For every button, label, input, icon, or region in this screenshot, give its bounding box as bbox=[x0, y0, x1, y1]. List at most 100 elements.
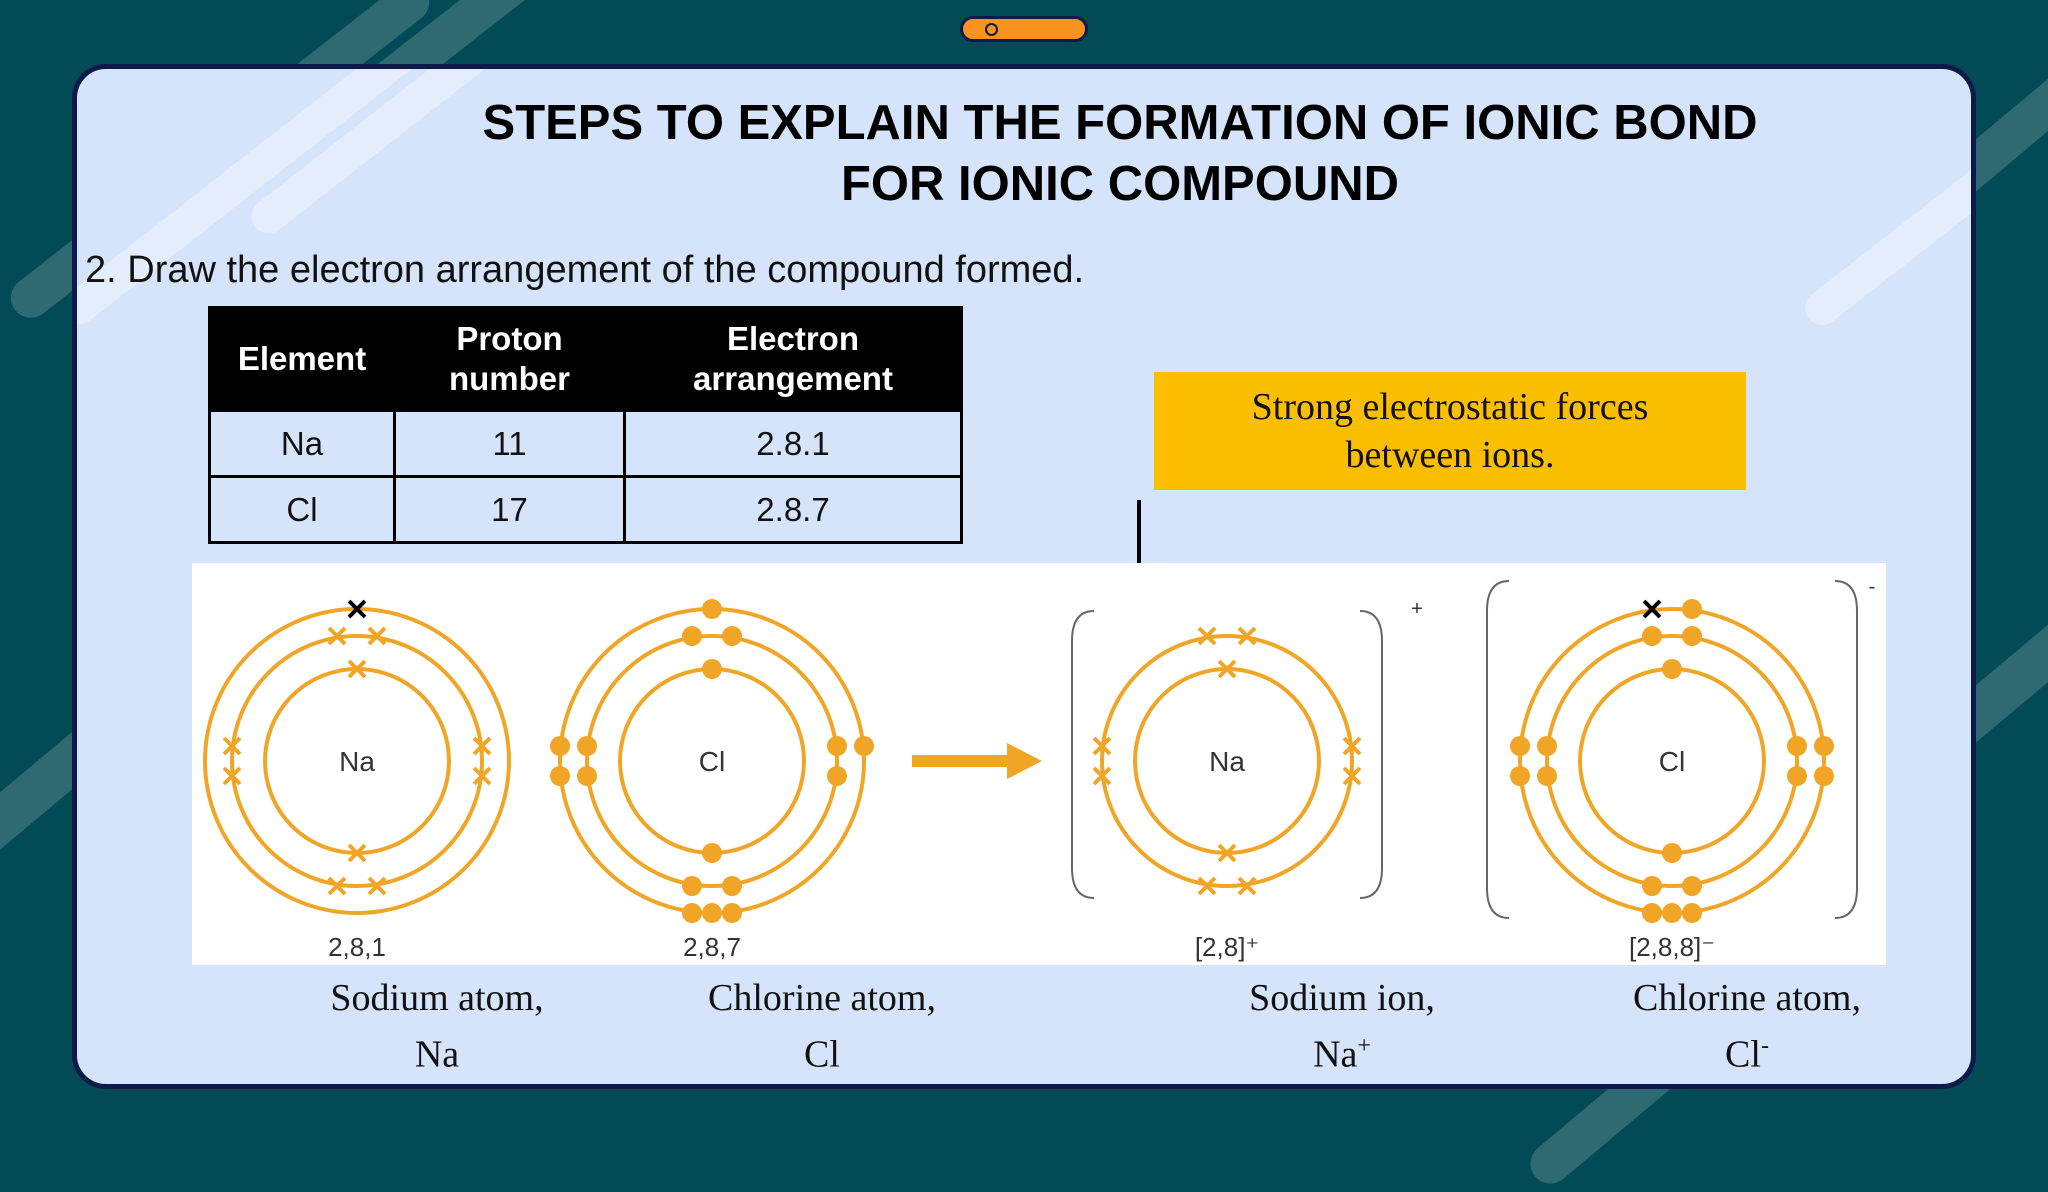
electron-cross bbox=[367, 876, 387, 896]
atom-symbol: Na bbox=[339, 746, 375, 777]
electron-dot bbox=[1642, 626, 1662, 646]
electron-dot bbox=[702, 843, 722, 863]
card-stripe bbox=[1798, 120, 1971, 332]
element-table: Element Proton number Electron arrangeme… bbox=[208, 306, 963, 544]
title-line-2: FOR IONIC COMPOUND bbox=[840, 157, 1400, 211]
bracket bbox=[1486, 580, 1510, 919]
electron-cross bbox=[1237, 876, 1257, 896]
header-element: Element bbox=[208, 306, 396, 412]
table-cell: 17 bbox=[393, 475, 626, 544]
electron-cross bbox=[347, 599, 367, 619]
electron-cross bbox=[1197, 626, 1217, 646]
electron-cross bbox=[347, 843, 367, 863]
electron-cross bbox=[347, 659, 367, 679]
electrostatic-callout: Strong electrostatic forces between ions… bbox=[1154, 372, 1746, 490]
electron-dot bbox=[1787, 736, 1807, 756]
electron-cross bbox=[327, 876, 347, 896]
caption-chlorine-atom: Chlorine atom, Cl bbox=[708, 977, 936, 1076]
electron-dot bbox=[1682, 599, 1702, 619]
header-electron-arrangement: Electron arrangement bbox=[623, 306, 963, 412]
atom-symbol: Cl bbox=[699, 746, 725, 777]
electron-dot bbox=[1814, 766, 1834, 786]
electron-dot bbox=[1642, 876, 1662, 896]
electron-dot bbox=[827, 736, 847, 756]
electron-dot bbox=[682, 626, 702, 646]
table-row: Na 11 2.8.1 bbox=[208, 409, 963, 478]
electron-cross bbox=[1237, 626, 1257, 646]
page-title: STEPS TO EXPLAIN THE FORMATION OF IONIC … bbox=[455, 93, 1785, 215]
electron-dot bbox=[722, 876, 742, 896]
table-cell: 2.8.7 bbox=[623, 475, 963, 544]
callout-line-1: Strong electrostatic forces bbox=[1251, 386, 1649, 428]
electron-dot bbox=[1814, 736, 1834, 756]
electron-dot bbox=[722, 626, 742, 646]
electron-dot bbox=[702, 599, 722, 619]
electron-cross bbox=[327, 626, 347, 646]
electron-dot bbox=[577, 736, 597, 756]
electron-cross bbox=[222, 736, 242, 756]
table-cell: 2.8.1 bbox=[623, 409, 963, 478]
electron-cross bbox=[1342, 766, 1362, 786]
table-header-row: Element Proton number Electron arrangeme… bbox=[208, 306, 963, 412]
electron-cross bbox=[1092, 766, 1112, 786]
electron-cross bbox=[367, 626, 387, 646]
top-pill-indicator bbox=[960, 16, 1088, 42]
electron-cross bbox=[472, 766, 492, 786]
electron-shell bbox=[1545, 634, 1799, 888]
electron-dot bbox=[827, 766, 847, 786]
title-line-1: STEPS TO EXPLAIN THE FORMATION OF IONIC … bbox=[482, 96, 1758, 150]
electron-diagram: Na 2,8,1 Cl 2,8,7 + Na [2,8]⁺ - Cl [2,8,8]⁻ bbox=[203, 576, 1876, 962]
electron-cross bbox=[1217, 659, 1237, 679]
electron-dot bbox=[1682, 876, 1702, 896]
atom-symbol: Cl bbox=[1659, 746, 1685, 777]
electron-config-label: 2,8,7 bbox=[683, 932, 741, 962]
electron-shell bbox=[230, 634, 484, 888]
electron-dot bbox=[1537, 736, 1557, 756]
electron-config-label: [2,8]⁺ bbox=[1195, 932, 1259, 962]
electron-config-label: 2,8,1 bbox=[328, 932, 386, 962]
reaction-arrow-head bbox=[1007, 743, 1042, 779]
electron-cross bbox=[472, 736, 492, 756]
electron-dot bbox=[854, 736, 874, 756]
electron-cross bbox=[1642, 599, 1662, 619]
electron-config-label: [2,8,8]⁻ bbox=[1629, 932, 1715, 962]
electron-dot bbox=[577, 766, 597, 786]
electron-dot bbox=[550, 736, 570, 756]
caption-sodium-atom: Sodium atom, Na bbox=[330, 977, 544, 1076]
atom-symbol: Na bbox=[1209, 746, 1245, 777]
electron-shell bbox=[585, 634, 839, 888]
electron-dot bbox=[1510, 736, 1530, 756]
bracket bbox=[1834, 580, 1858, 919]
electron-dot bbox=[702, 659, 722, 679]
caption-sodium-ion: Sodium ion, Na+ bbox=[1249, 977, 1435, 1076]
table-row: Cl 17 2.8.7 bbox=[208, 475, 963, 544]
electron-dot bbox=[682, 876, 702, 896]
electron-cross bbox=[222, 766, 242, 786]
bracket bbox=[1071, 610, 1095, 899]
caption-chloride-ion: Chlorine atom, Cl- bbox=[1633, 977, 1861, 1076]
electron-dot bbox=[1510, 766, 1530, 786]
electron-shell bbox=[1100, 634, 1354, 888]
ion-charge: + bbox=[1411, 598, 1423, 620]
header-proton-number: Proton number bbox=[393, 306, 626, 412]
electron-dot bbox=[1642, 903, 1662, 923]
electron-dot bbox=[682, 903, 702, 923]
table-cell: 11 bbox=[393, 409, 626, 478]
table-cell: Cl bbox=[208, 475, 396, 544]
slide-card: STEPS TO EXPLAIN THE FORMATION OF IONIC … bbox=[72, 64, 1976, 1089]
electron-dot bbox=[1682, 903, 1702, 923]
electron-cross bbox=[1197, 876, 1217, 896]
bracket bbox=[1359, 610, 1383, 899]
electron-diagram-panel: Na 2,8,1 Cl 2,8,7 + Na [2,8]⁺ - Cl [2,8,8]⁻ bbox=[192, 563, 1886, 965]
electron-dot bbox=[722, 903, 742, 923]
electron-dot bbox=[550, 766, 570, 786]
ion-charge: - bbox=[1869, 576, 1876, 598]
electron-cross bbox=[1092, 736, 1112, 756]
electron-dot bbox=[702, 903, 722, 923]
electron-dot bbox=[1662, 843, 1682, 863]
callout-line-2: between ions. bbox=[1345, 434, 1555, 476]
table-cell: Na bbox=[208, 409, 396, 478]
electron-cross bbox=[1342, 736, 1362, 756]
pill-dot-icon bbox=[985, 23, 998, 36]
electron-dot bbox=[1662, 903, 1682, 923]
